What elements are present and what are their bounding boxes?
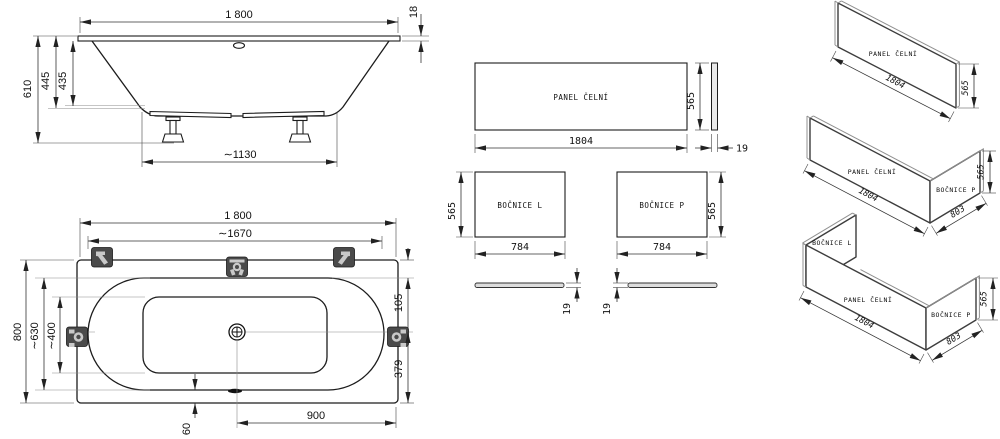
dim-bottom-width: ∼400: [46, 296, 145, 374]
dim-total-height: 610: [22, 35, 174, 144]
tub-shell-outline: [91, 40, 390, 117]
dim-label-right-length: 784: [653, 242, 671, 253]
dim-drain-to-end: 900: [236, 340, 397, 428]
dim-side-total-width: 1 800: [79, 9, 399, 33]
dim-label-overflow: 60: [181, 423, 193, 435]
dim-front-panel-thickness: 19: [695, 134, 748, 155]
dim-left-panel-thickness: 19: [562, 268, 581, 315]
bracket-fixture-top-right: [333, 247, 355, 268]
dim-label-bottom-width: ∼400: [46, 322, 58, 350]
iso-view-full-assembly: BOČNICE L PANEL ČELNÍ BOČNICE P 1804 803…: [798, 212, 998, 364]
dim-feet-span: ∼1130: [141, 112, 338, 167]
dim-width: 800: [12, 259, 74, 404]
fixture-top-middle: [226, 256, 248, 277]
side-panel-right-label: BOČNICE P: [639, 201, 684, 210]
fixture-side-right: [387, 326, 409, 347]
dim-label-height: 610: [22, 80, 34, 98]
dim-inner-length: ∼1670: [87, 228, 383, 249]
dim-right-panel-thickness: 19: [602, 268, 628, 315]
fixture-side-left: [66, 326, 88, 347]
dim-label-right-height: 565: [707, 202, 718, 220]
dim-label-depth: 435: [57, 72, 69, 90]
dim-shell-height: 445: [40, 36, 145, 109]
dim-label-drain: 900: [307, 410, 325, 422]
dim-left-panel-height: 565: [447, 171, 473, 238]
dim-label-left-height: 565: [447, 202, 458, 220]
dim-inner-width: ∼630: [29, 277, 150, 391]
front-panel-rect: [474, 62, 688, 131]
tub-bottom-rect: [142, 296, 328, 374]
side-panel-right-rect: [616, 171, 708, 238]
front-panel-edge-profile: [711, 62, 718, 131]
dim-label-width: 800: [12, 323, 24, 341]
dim-label-rim-offset: 105: [393, 294, 405, 312]
dim-label-left-thickness: 19: [562, 303, 573, 315]
iso3-dim-label-height: 565: [980, 291, 990, 306]
dim-top-length: 1 800: [79, 210, 397, 257]
bracket-fixture-top-left: [91, 247, 113, 268]
dim-front-panel-height: 565: [686, 62, 709, 131]
overflow-slot: [228, 388, 242, 394]
iso2-side-label: BOČNICE P: [936, 185, 976, 194]
dim-inner-depth: 435: [57, 41, 145, 106]
dim-label-center-edge: 379: [393, 360, 405, 378]
dim-label-right-thickness: 19: [602, 303, 613, 315]
overflow-hole-side: [232, 42, 246, 49]
dim-right-panel-length: 784: [616, 241, 708, 259]
iso2-dim-label-height: 565: [977, 164, 987, 179]
front-panel-label: PANEL ČELNÍ: [553, 93, 608, 102]
iso3-side-label: BOČNICE P: [931, 310, 971, 319]
dim-overflow-offset: 60: [181, 374, 198, 435]
tub-foot-right: [288, 116, 312, 143]
dim-label-feet-span: ∼1130: [224, 149, 257, 161]
iso3-left-label: BOČNICE L: [812, 238, 852, 247]
right-panel-edge-profile: [627, 282, 718, 288]
dim-label-front-height: 565: [686, 92, 697, 110]
bottom-board-right: [242, 110, 325, 119]
dim-rim-thickness: 18: [402, 6, 429, 63]
dim-label-inner-length: ∼1670: [218, 228, 252, 240]
dim-right-panel-height: 565: [707, 171, 726, 238]
iso1-front-label: PANEL ČELNÍ: [869, 49, 918, 58]
dim-label-inner-width: ∼630: [29, 322, 41, 350]
iso2-front-label: PANEL ČELNÍ: [848, 167, 897, 176]
tub-rim: [77, 35, 401, 42]
dim-label-front-length: 1804: [569, 136, 593, 147]
tub-foot-left: [161, 116, 185, 143]
dim-left-panel-length: 784: [474, 241, 566, 259]
panel-flat-views: PANEL ČELNÍ 1804 565 19 BOČNICE L 5: [447, 62, 748, 315]
iso3-front-label: PANEL ČELNÍ: [844, 295, 893, 304]
dim-label-front-thickness: 19: [736, 144, 748, 155]
dim-label-left-length: 784: [511, 242, 529, 253]
iso1-dim-height: 565: [958, 63, 979, 109]
dim-label-top-length: 1 800: [224, 210, 252, 222]
dim-rim-offset: 105: [332, 248, 414, 330]
side-panel-left-rect: [474, 171, 566, 238]
drain: [228, 323, 246, 341]
top-view: 1 800 ∼1670 800 ∼630 ∼400: [12, 210, 414, 435]
bottom-board-left: [149, 110, 232, 119]
dim-label-rim: 18: [408, 6, 420, 18]
iso3-dim-height: 565: [978, 277, 998, 321]
dim-label-shell: 445: [40, 72, 52, 90]
iso2-dim-height: 565: [977, 150, 996, 194]
iso1-dim-label-height: 565: [961, 80, 971, 95]
dim-label-side-width: 1 800: [225, 9, 253, 21]
left-panel-edge-profile: [474, 282, 565, 288]
iso-view-front-and-side: PANEL ČELNÍ BOČNICE P 1804 803 565: [802, 115, 996, 237]
side-view: 1 800 18 610 445 435 ∼: [22, 6, 429, 167]
iso-view-front-panel: PANEL ČELNÍ 1804 565: [830, 0, 979, 123]
side-panel-left-label: BOČNICE L: [497, 201, 542, 210]
dim-front-panel-length: 1804: [474, 134, 688, 153]
dim-center-to-edge: 379: [393, 332, 414, 404]
